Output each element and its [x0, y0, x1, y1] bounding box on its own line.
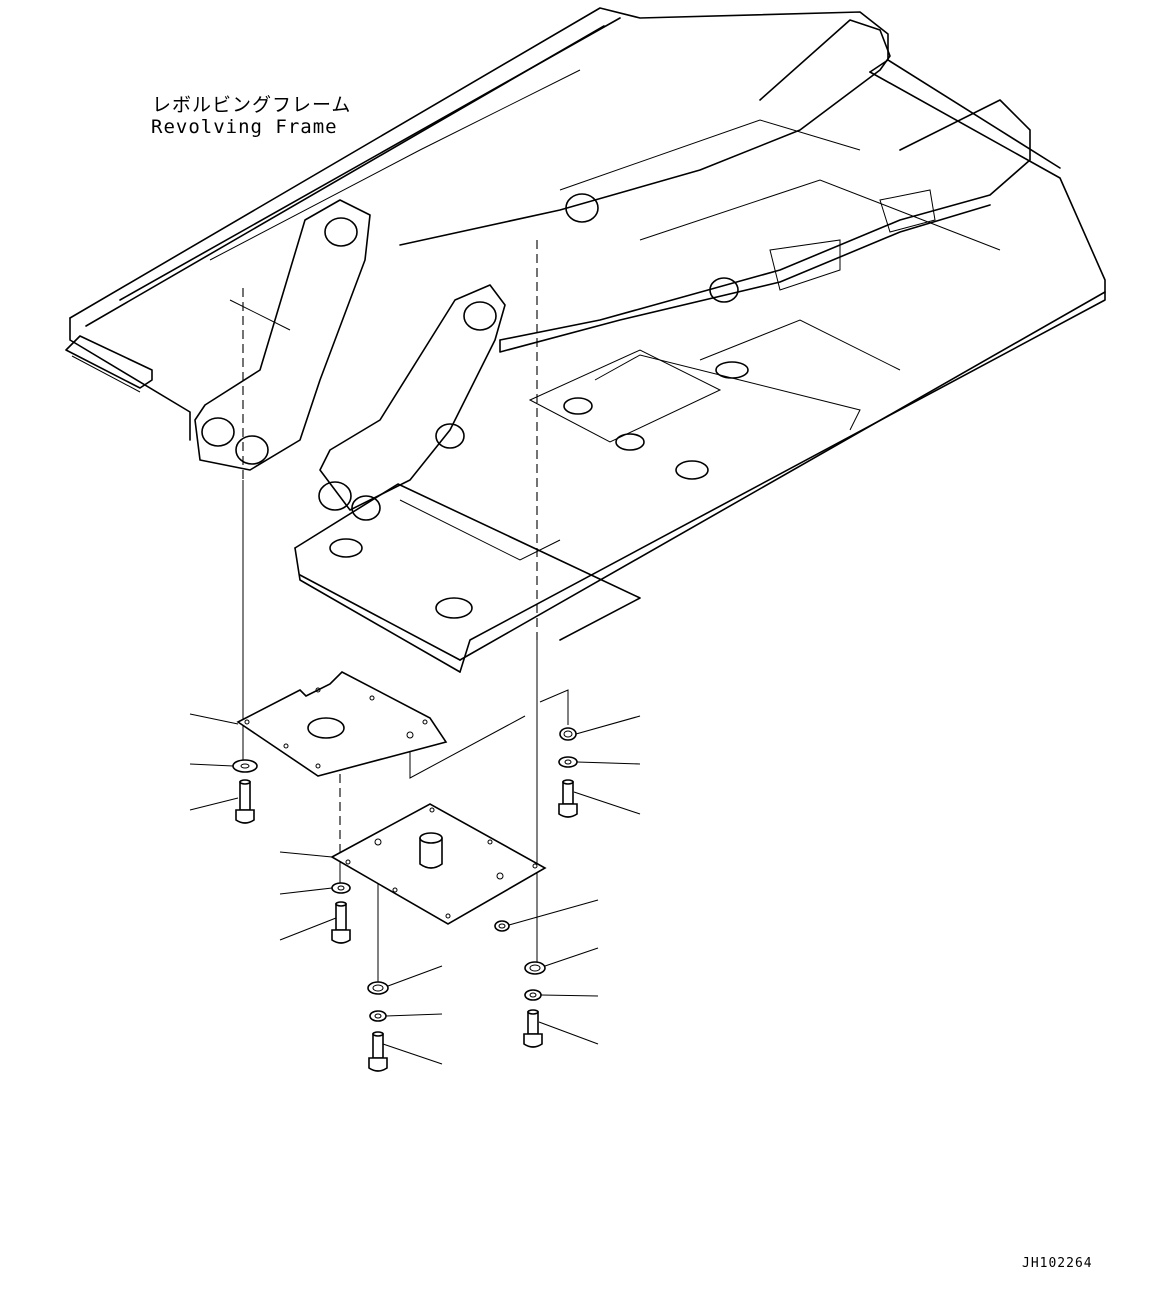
- revolving-frame: [65, 7, 1106, 673]
- cover-plate-lower: [330, 803, 547, 925]
- fasteners: [232, 727, 578, 1072]
- frame-label-japanese: レボルビングフレーム: [152, 94, 352, 116]
- leader-lines: [189, 713, 641, 1065]
- drawing-code: JH102264: [1022, 1256, 1093, 1271]
- cover-plate-upper: [236, 671, 448, 777]
- bolt: [235, 779, 255, 824]
- bolt: [523, 1009, 543, 1048]
- frame-label-english: Revolving Frame: [151, 116, 338, 138]
- bolt: [368, 1031, 388, 1072]
- bolt: [331, 901, 351, 944]
- bolt: [558, 779, 578, 818]
